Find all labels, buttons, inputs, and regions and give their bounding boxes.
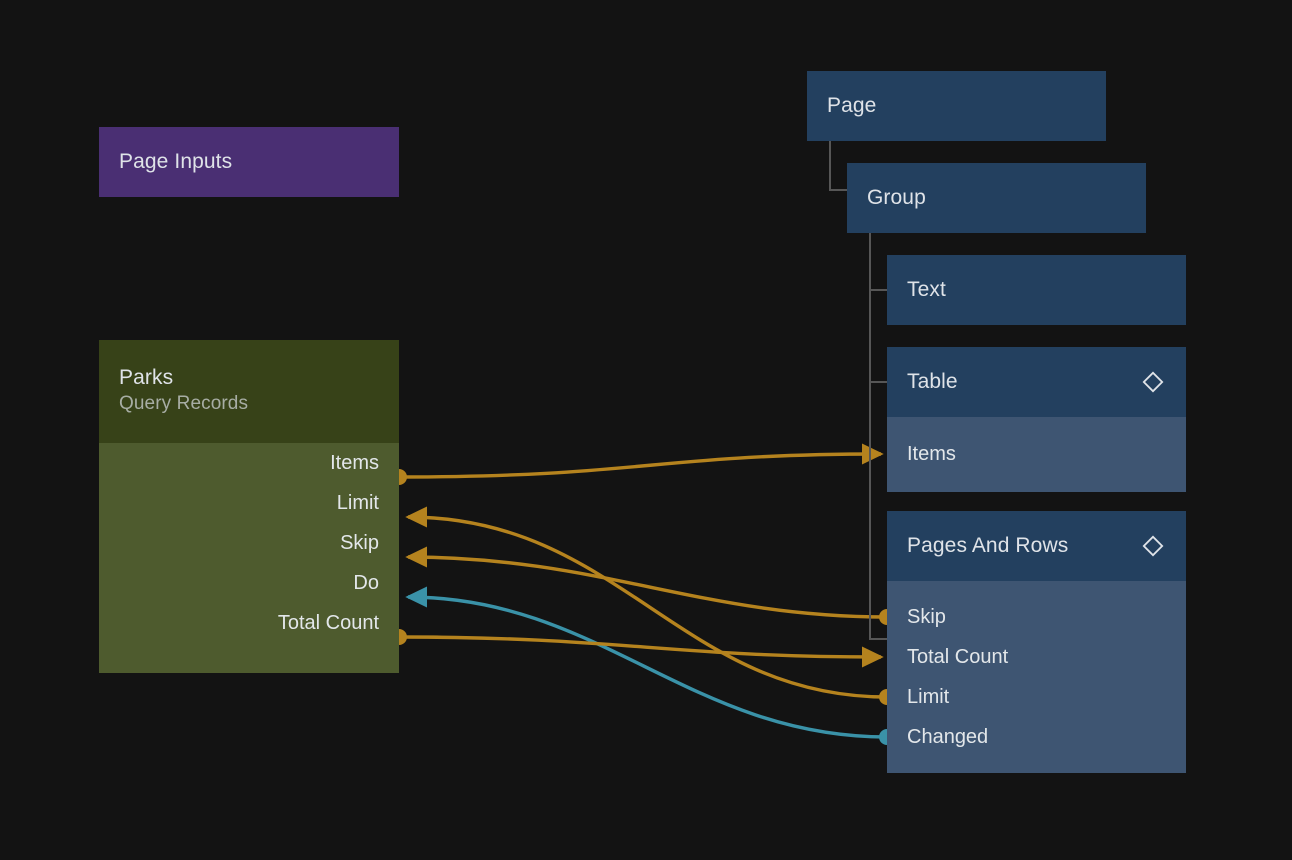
- node-parks-title: Parks: [119, 366, 174, 389]
- port-label: Skip: [340, 531, 379, 554]
- port-label: Do: [353, 571, 379, 594]
- port-parks-total-count[interactable]: Total Count: [99, 603, 399, 643]
- node-parks-subtitle: Query Records: [119, 393, 249, 414]
- node-page-title: Page: [827, 94, 877, 117]
- node-page-inputs-header: Page Inputs: [99, 127, 399, 197]
- node-table-header: Table: [887, 347, 1186, 417]
- edge-pagesrows-skip-to-parks-skip: [405, 546, 888, 619]
- node-group[interactable]: Group: [847, 163, 1146, 233]
- port-pages-and-rows-total-count[interactable]: Total Count: [887, 637, 1186, 677]
- port-pages-and-rows-skip[interactable]: Skip: [887, 597, 1186, 637]
- edge-parks-totalcount-to-pagesrows-totalcount: [398, 635, 884, 668]
- node-pages-and-rows-title: Pages And Rows: [907, 534, 1069, 557]
- port-label: Changed: [907, 725, 989, 748]
- node-pages-and-rows-body: Skip Total Count Limit Changed: [887, 581, 1186, 773]
- node-page-inputs-title: Page Inputs: [119, 150, 233, 173]
- edge-parks-items-to-table-items: [398, 443, 884, 479]
- node-pages-and-rows[interactable]: Pages And Rows Skip Total Count Limit Ch…: [887, 511, 1186, 773]
- edge-pagesrows-limit-to-parks-limit: [405, 506, 888, 699]
- tree-line-page-group-horizontal: [829, 189, 847, 191]
- tree-line-group-table-horizontal: [869, 381, 887, 383]
- node-parks-body: Items Limit Skip Do Total Count: [99, 443, 399, 673]
- node-page[interactable]: Page: [807, 71, 1106, 141]
- diamond-icon[interactable]: [1140, 533, 1166, 559]
- port-label: Items: [907, 442, 956, 465]
- port-label: Total Count: [907, 645, 1009, 668]
- node-text-title: Text: [907, 278, 946, 301]
- node-table-body: Items: [887, 417, 1186, 492]
- node-parks-header: Parks Query Records: [99, 340, 399, 443]
- node-page-inputs[interactable]: Page Inputs: [99, 127, 399, 197]
- node-group-header: Group: [847, 163, 1146, 233]
- node-text-header: Text: [887, 255, 1186, 325]
- port-label: Items: [330, 451, 379, 474]
- port-label: Limit: [907, 685, 950, 708]
- port-parks-do[interactable]: Do: [99, 563, 399, 603]
- tree-line-group-children-vertical: [869, 233, 871, 640]
- node-parks[interactable]: Parks Query Records Items Limit Skip Do …: [99, 340, 399, 673]
- node-table-title: Table: [907, 370, 958, 393]
- node-pages-and-rows-header: Pages And Rows: [887, 511, 1186, 581]
- port-pages-and-rows-limit[interactable]: Limit: [887, 677, 1186, 717]
- port-pages-and-rows-changed[interactable]: Changed: [887, 717, 1186, 757]
- tree-line-page-group-vertical: [829, 141, 831, 190]
- port-label: Skip: [907, 605, 946, 628]
- edge-pagesrows-changed-to-parks-do: [405, 586, 888, 739]
- tree-line-group-pagesrows-horizontal: [869, 638, 887, 640]
- node-group-title: Group: [867, 186, 926, 209]
- diamond-icon[interactable]: [1140, 369, 1166, 395]
- node-table[interactable]: Table Items: [887, 347, 1186, 492]
- port-label: Limit: [336, 491, 379, 514]
- port-parks-limit[interactable]: Limit: [99, 483, 399, 523]
- tree-line-group-text-horizontal: [869, 289, 887, 291]
- node-page-header: Page: [807, 71, 1106, 141]
- node-text[interactable]: Text: [887, 255, 1186, 325]
- port-parks-skip[interactable]: Skip: [99, 523, 399, 563]
- port-table-items[interactable]: Items: [887, 434, 1186, 474]
- port-label: Total Count: [277, 611, 379, 634]
- port-parks-items[interactable]: Items: [99, 443, 399, 483]
